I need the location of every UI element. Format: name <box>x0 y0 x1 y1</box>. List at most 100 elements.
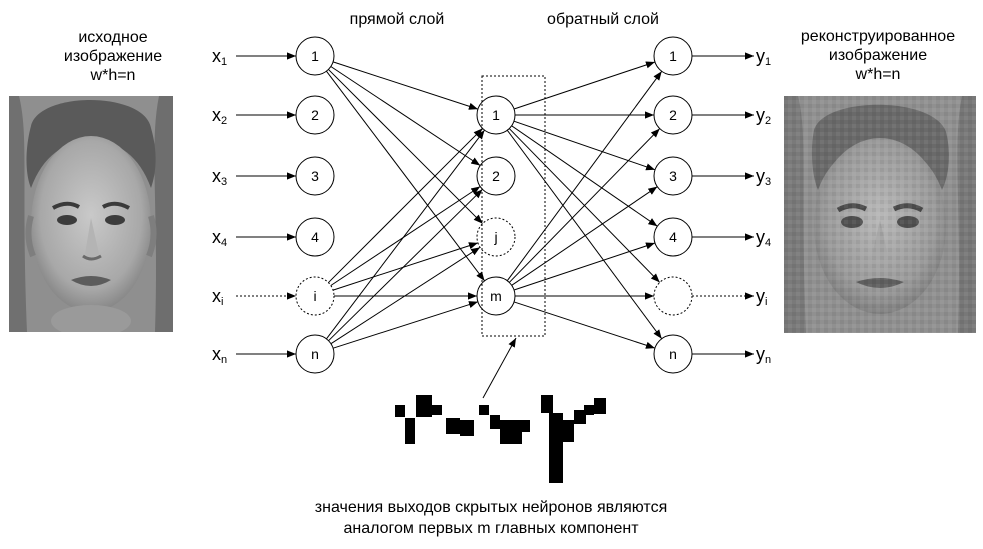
output-label-sub: 1 <box>765 56 771 68</box>
connections <box>326 61 663 349</box>
hidden-neuron-m-label: m <box>490 288 502 304</box>
hidden-neuron-2-circle <box>476 156 516 196</box>
output-image-title-line3: w*h=n <box>855 66 901 83</box>
pc-block <box>549 413 563 483</box>
output-neuron-i-circle <box>653 276 693 316</box>
pc-block <box>520 420 530 432</box>
reconstructed-face-image <box>784 96 976 333</box>
backward-connection <box>513 120 656 171</box>
hidden-neuron-2-label: 2 <box>492 168 500 184</box>
input-label-i: xi <box>212 286 223 308</box>
backward-connection <box>506 129 663 340</box>
input-image-title-line1: исходное <box>78 29 148 46</box>
input-label-sub: i <box>221 296 223 308</box>
hidden-neuron-1-circle <box>476 95 516 135</box>
input-neuron-1-label: 1 <box>311 48 319 64</box>
hidden-neuron-m: m <box>476 276 516 316</box>
forward-connection <box>332 242 479 291</box>
input-neuron-4-label: 4 <box>311 229 319 245</box>
forward-connection <box>326 129 485 340</box>
output-label-i: yi <box>756 286 767 308</box>
input-label-n: xn <box>212 344 227 366</box>
hidden-neuron-m-circle <box>476 276 516 316</box>
pc-block <box>594 398 606 414</box>
pc-block <box>416 395 432 417</box>
forward-connection <box>330 66 481 166</box>
output-label-n: yn <box>756 344 771 366</box>
input-label-sub: n <box>221 354 227 366</box>
output-label-sub: n <box>765 354 771 366</box>
caption-line2: аналогом первых m главных компонент <box>343 520 639 537</box>
pc-block <box>490 415 500 429</box>
pattern-to-hidden-arrow <box>482 337 517 399</box>
output-neuron-1-label: 1 <box>669 48 677 64</box>
input-label-sub: 4 <box>221 237 227 249</box>
backward-layer-title: обратный слой <box>547 11 659 28</box>
forward-connection <box>330 246 481 345</box>
pc-block <box>574 410 586 424</box>
output-label-sub: i <box>765 296 767 308</box>
hidden-neuron-j-label: j <box>493 229 497 245</box>
input-label-1: x1 <box>212 46 227 68</box>
original-face-image <box>9 96 173 332</box>
hidden-neuron-2: 2 <box>476 156 516 196</box>
input-label-2: x2 <box>212 105 227 127</box>
output-label-2: y2 <box>756 105 771 127</box>
output-neuron-2-label: 2 <box>669 107 677 123</box>
input-neuron-1: 1 <box>295 36 335 76</box>
pc-block <box>584 405 594 415</box>
forward-connection <box>328 188 483 342</box>
output-image-title-line2: изображение <box>828 47 928 64</box>
input-neuron-3-label: 3 <box>311 168 319 184</box>
backward-connection <box>506 70 663 282</box>
pc-block <box>405 418 415 444</box>
input-neuron-i: i <box>295 276 335 316</box>
pc-block <box>395 405 405 417</box>
output-label-4: y4 <box>756 227 771 249</box>
hidden-neuron-j: j <box>476 217 516 257</box>
forward-connection <box>328 128 483 283</box>
output-label-sub: 4 <box>765 237 771 249</box>
output-image-title-line1: реконструированное <box>800 28 956 45</box>
pc-block <box>541 395 553 413</box>
output-neuron-n-label: n <box>669 346 677 362</box>
backward-connection <box>511 186 658 286</box>
output-label-sub: 2 <box>765 115 771 127</box>
input-label-sub: 2 <box>221 115 227 127</box>
forward-connection <box>326 70 485 282</box>
input-neuron-i-circle <box>295 276 335 316</box>
input-neuron-n-label: n <box>311 346 319 362</box>
output-neuron-4-label: 4 <box>669 229 677 245</box>
output-label-1: y1 <box>756 46 771 68</box>
hidden-layer-box <box>481 75 546 337</box>
input-label-4: x4 <box>212 227 227 249</box>
input-label-sub: 3 <box>221 176 227 188</box>
output-label-sub: 3 <box>765 176 771 188</box>
output-neuron-2: 2 <box>653 95 693 135</box>
forward-connection <box>328 69 483 224</box>
forward-connection <box>330 186 481 286</box>
input-neuron-2-label: 2 <box>311 107 319 123</box>
output-neuron-1: 1 <box>653 36 693 76</box>
input-neuron-n: n <box>295 334 335 374</box>
input-label-3: x3 <box>212 166 227 188</box>
caption: значения выходов скрытых нейронов являют… <box>241 497 741 539</box>
input-image-title-line2: изображение <box>63 48 163 65</box>
output-neuron-3: 3 <box>653 156 693 196</box>
input-neuron-i-label: i <box>313 288 316 304</box>
output-neuron-n: n <box>653 334 693 374</box>
input-label-sub: 1 <box>221 56 227 68</box>
input-neuron-2: 2 <box>295 95 335 135</box>
pc-block <box>512 430 522 444</box>
forward-connection <box>332 61 479 110</box>
input-neuron-4: 4 <box>295 217 335 257</box>
forward-layer-title: прямой слой <box>349 11 445 28</box>
output-neuron-3-label: 3 <box>669 168 677 184</box>
backward-connection <box>513 61 656 110</box>
backward-connection <box>513 301 656 349</box>
pc-block <box>479 405 489 415</box>
output-image-title: реконструированное изображение w*h=n <box>778 27 978 84</box>
